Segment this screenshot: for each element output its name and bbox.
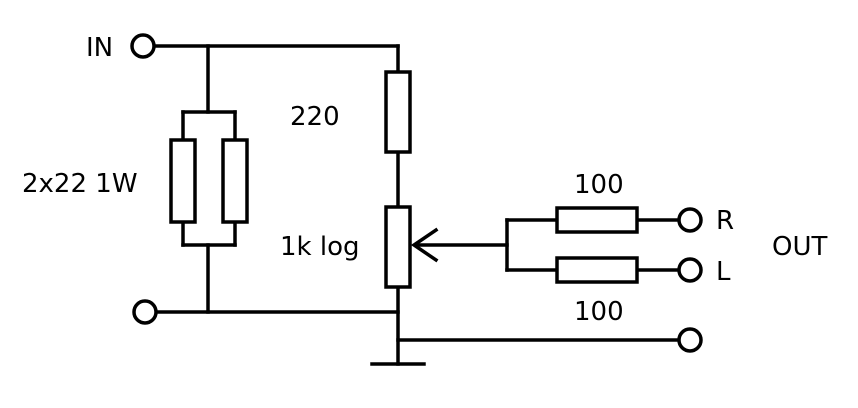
label-right-channel: R [716, 206, 734, 236]
series-resistor-220 [384, 70, 412, 154]
label-in: IN [86, 33, 113, 63]
input-terminal [130, 33, 156, 59]
label-left-resistor: 100 [574, 297, 624, 327]
wiper-arrow [410, 227, 439, 263]
output-left-terminal [677, 257, 703, 283]
label-output: OUT [772, 232, 827, 262]
label-potentiometer: 1k log [280, 232, 360, 262]
resistor-right-100 [555, 206, 639, 234]
label-series-resistor: 220 [290, 102, 340, 132]
label-right-resistor: 100 [574, 170, 624, 200]
output-ground-terminal [677, 327, 703, 353]
shunt-resistor-right [221, 138, 249, 224]
label-shunt-resistors: 2x22 1W [22, 169, 138, 199]
input-ground-terminal [132, 299, 158, 325]
resistor-left-100 [555, 256, 639, 284]
output-right-terminal [677, 207, 703, 233]
shunt-resistor-left [169, 138, 197, 224]
potentiometer-1k-log [384, 205, 412, 289]
label-left-channel: L [716, 257, 731, 287]
wires [153, 44, 682, 366]
